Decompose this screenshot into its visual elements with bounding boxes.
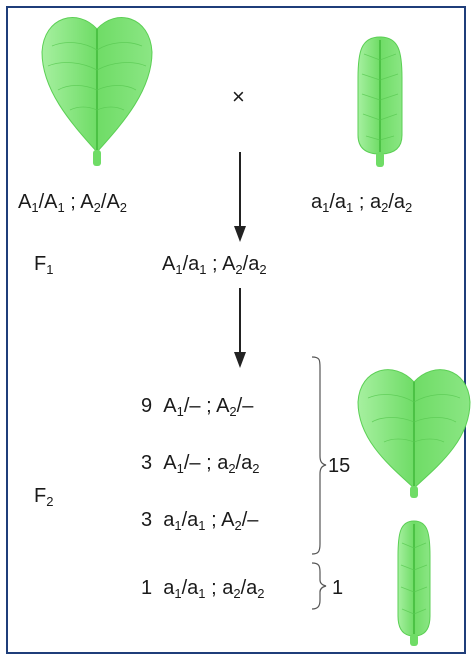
genotype-token: / <box>181 509 188 531</box>
genotype-subscript: 1 <box>31 200 39 215</box>
genotype-token: a <box>163 577 175 599</box>
genotype-token: F <box>34 485 47 507</box>
class-count: 3 <box>141 509 153 531</box>
genotype-subscript: 2 <box>381 200 389 215</box>
genotype-subscript: 1 <box>174 518 182 533</box>
parent-narrow-leaf <box>357 36 403 167</box>
f2-class-row: 3 a1/a1 ; A2/– <box>141 509 259 533</box>
parent-right-genotype: a1/a1 ; a2/a2 <box>311 191 413 215</box>
genotype-subscript: 2 <box>235 262 243 277</box>
genotype-token: A <box>216 395 230 417</box>
genotype-subscript: 1 <box>346 200 354 215</box>
genotype-token: / <box>181 577 188 599</box>
genotype-subscript: 1 <box>175 262 183 277</box>
genotype-token: /– <box>236 395 254 417</box>
genotype-subscript: 1 <box>176 461 184 476</box>
genotype-token: /– ; <box>183 395 217 417</box>
genotype-token: ; <box>353 191 370 213</box>
genotype-token: a <box>187 577 199 599</box>
genotype-token: a <box>222 577 234 599</box>
class-count: 1 <box>141 577 153 599</box>
genotype-token: A <box>163 395 177 417</box>
genotype-token: a <box>246 577 258 599</box>
genotype-token: / <box>329 191 335 213</box>
cross-symbol: × <box>232 84 245 109</box>
genotype-token: ; <box>64 191 81 213</box>
genotype-token: A <box>222 253 236 275</box>
group-total-1: 1 <box>332 577 344 599</box>
arrow-f1-to-f2 <box>234 288 246 368</box>
genotype-subscript: 2 <box>259 262 267 277</box>
genotype-subscript: 1 <box>322 200 330 215</box>
genotype-token: a <box>188 253 200 275</box>
genotype-subscript: 1 <box>199 262 207 277</box>
genotype-token: A <box>162 253 176 275</box>
genotype-token: / <box>182 253 189 275</box>
f2-class-row: 1 a1/a1 ; a2/a2 <box>141 577 265 601</box>
genotype-subscript: 1 <box>176 404 184 419</box>
figure-frame <box>6 6 466 654</box>
genotype-token: / <box>38 191 45 213</box>
genotype-token: / <box>235 452 242 474</box>
parent-left-genotype: A1/A1 ; A2/A2 <box>18 191 128 215</box>
genotype-subscript: 1 <box>57 200 65 215</box>
f1-genotype: A1/a1 ; A2/a2 <box>162 253 267 277</box>
genotype-token: ; <box>205 509 222 531</box>
genotype-token: A <box>221 509 235 531</box>
genotype-token: a <box>241 452 253 474</box>
genotype-subscript: 1 <box>46 262 54 277</box>
group-total-15: 15 <box>328 455 351 477</box>
genotype-token: a <box>369 191 382 213</box>
genotype-token: a <box>311 191 323 213</box>
genotype-subscript: 2 <box>229 404 237 419</box>
genotype-token: / <box>242 253 249 275</box>
genotype-token: / <box>100 191 107 213</box>
genotype-subscript: 1 <box>198 518 206 533</box>
genotype-token: a <box>187 509 199 531</box>
genotype-token: A <box>80 191 94 213</box>
genotype-token: / <box>240 577 247 599</box>
genotype-subscript: 1 <box>174 586 182 601</box>
genotype-subscript: 2 <box>233 586 241 601</box>
f2-class-row: 9 A1/– ; A2/– <box>141 395 254 419</box>
genotype-token: A <box>106 191 120 213</box>
class-count: 3 <box>141 452 153 474</box>
genotype-subscript: 2 <box>257 586 265 601</box>
genotype-token: a <box>248 253 260 275</box>
f2-heart-leaf <box>357 369 471 498</box>
genotype-token: a <box>163 509 175 531</box>
genotype-subscript: 2 <box>228 461 236 476</box>
genotype-subscript: 2 <box>405 200 413 215</box>
genotype-subscript: 2 <box>234 518 242 533</box>
genotype-token: a <box>334 191 347 213</box>
genotype-token: ; <box>206 253 223 275</box>
f1-label: F1 <box>34 253 54 277</box>
genotype-subscript: 1 <box>198 586 206 601</box>
f2-narrow-leaf <box>397 520 431 646</box>
class-count: 9 <box>141 395 153 417</box>
genotype-subscript: 2 <box>119 200 128 215</box>
brace-group-1 <box>311 562 327 610</box>
genotype-token: A <box>163 452 177 474</box>
genotype-token: A <box>44 191 58 213</box>
arrow-parents-to-f1 <box>234 152 246 242</box>
genotype-token: A <box>18 191 32 213</box>
parent-heart-leaf <box>41 17 153 166</box>
genotype-token: / <box>388 191 394 213</box>
f2-class-row: 3 A1/– ; a2/a2 <box>141 452 260 476</box>
brace-group-15 <box>311 356 327 555</box>
genotype-token: /– <box>241 509 259 531</box>
genotype-token: F <box>34 253 47 275</box>
genotype-token: ; <box>205 577 223 599</box>
genotype-token: /– ; <box>183 452 218 474</box>
genotype-token: a <box>393 191 405 213</box>
genotype-subscript: 2 <box>252 461 260 476</box>
f2-label: F2 <box>34 485 54 509</box>
genotype-token: a <box>217 452 229 474</box>
genotype-subscript: 2 <box>46 494 54 509</box>
genotype-subscript: 2 <box>93 200 101 215</box>
